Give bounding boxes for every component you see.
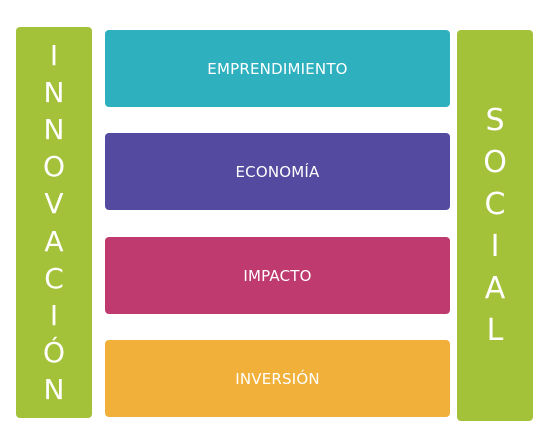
innovacion-letter: N — [43, 75, 65, 109]
block-label: INVERSIÓN — [235, 369, 320, 388]
social-letter: L — [486, 312, 504, 348]
innovacion-letter: C — [44, 261, 64, 295]
innovacion-letter: O — [42, 150, 66, 184]
block-label: EMPRENDIMIENTO — [207, 59, 348, 78]
innovacion-letter: I — [49, 298, 59, 332]
innovacion-letter: A — [44, 224, 64, 258]
social-letter: I — [490, 228, 500, 264]
block-economia: ECONOMÍA — [105, 133, 450, 210]
social-vertical-bar: S O C I A L — [457, 30, 533, 421]
innovacion-vertical-bar: I N N O V A C I Ó N — [16, 27, 92, 418]
social-letter: S — [485, 102, 505, 138]
block-impacto: IMPACTO — [105, 237, 450, 314]
block-label: ECONOMÍA — [235, 162, 320, 181]
social-letter: C — [484, 186, 506, 222]
innovacion-letter: N — [43, 112, 65, 146]
innovacion-letter: N — [43, 373, 65, 407]
block-emprendimiento: EMPRENDIMIENTO — [105, 30, 450, 107]
social-letter: O — [483, 144, 507, 180]
block-label: IMPACTO — [243, 266, 312, 285]
innovacion-letter: Ó — [42, 336, 66, 370]
social-letter: A — [484, 270, 506, 306]
innovacion-letter: I — [49, 38, 59, 72]
block-inversion: INVERSIÓN — [105, 340, 450, 417]
innovacion-letter: V — [44, 187, 64, 221]
